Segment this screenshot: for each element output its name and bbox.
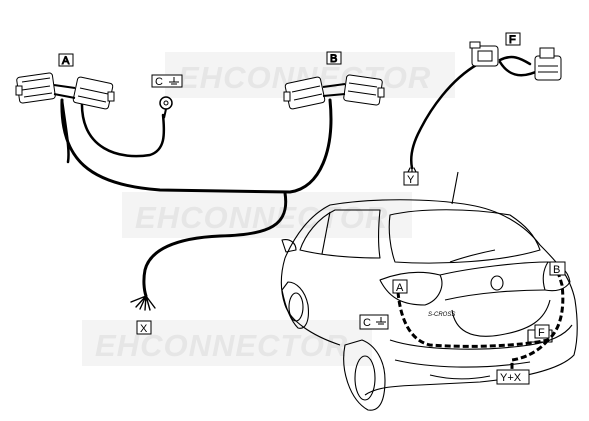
label-car-c: C [363,317,371,329]
label-car-yx: Y+X [500,372,522,384]
connector-icon [343,74,385,106]
connector-a-group: A [15,53,115,110]
label-box-car-a [392,279,408,294]
ring-terminal-icon [159,96,173,119]
watermark-middle: EHCONNECTOR [135,200,388,235]
label-box-a [58,53,74,67]
label-f: F [509,34,516,46]
label-box-b [326,51,342,65]
connector-f-group: F [469,32,562,81]
label-box-car-yx [496,369,530,385]
label-box-car-f [534,324,550,339]
label-b: B [330,53,337,65]
car-illustration: S-CROSS [280,171,578,411]
label-x: X [140,323,148,335]
connector-icon [283,76,326,110]
connector-icon [72,76,115,110]
label-car-b: B [553,264,560,276]
label-car-a: A [396,282,404,294]
connector-icon [15,72,56,104]
label-car-f: F [538,327,545,339]
label-c: C [155,76,163,88]
watermark-group: EHCONNECTOR EHCONNECTOR EHCONNECTOR [82,52,455,366]
connector-icon [534,47,562,81]
ground-c-group: C [151,74,183,119]
ground-icon [169,77,179,85]
ground-icon [376,317,386,325]
car-harness-route [396,267,565,372]
connector-icon [469,41,499,67]
watermark-bottom: EHCONNECTOR [95,328,348,363]
label-box-car-b [549,261,566,276]
connector-b-group: B [283,51,385,110]
label-box-y [403,171,419,186]
label-box-f [505,32,521,46]
label-y: Y [407,174,415,186]
car-labels: A B C F Y+X [359,261,566,385]
svg-text:S-CROSS: S-CROSS [428,312,455,318]
label-a: A [62,55,70,67]
label-box-x [136,320,152,335]
